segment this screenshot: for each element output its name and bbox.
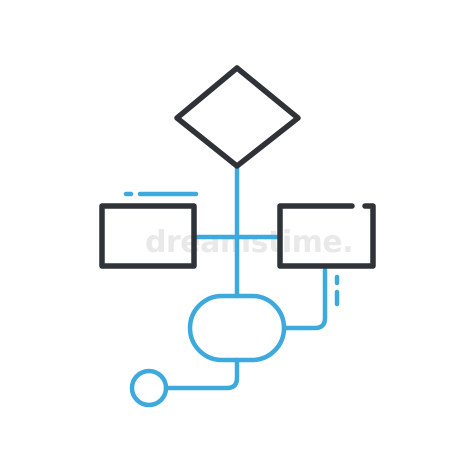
terminal-oval-shape xyxy=(187,293,287,363)
decision-diamond-shape xyxy=(174,65,301,169)
watermark-text: dreamstime. xyxy=(145,225,353,260)
connector-oval-to-right-box xyxy=(281,267,328,331)
connector-oval-to-circle xyxy=(163,357,240,391)
process-box-right xyxy=(277,203,376,269)
connector-circle-shape xyxy=(129,368,169,408)
connector-lines xyxy=(123,163,340,391)
process-box-left xyxy=(99,203,197,269)
